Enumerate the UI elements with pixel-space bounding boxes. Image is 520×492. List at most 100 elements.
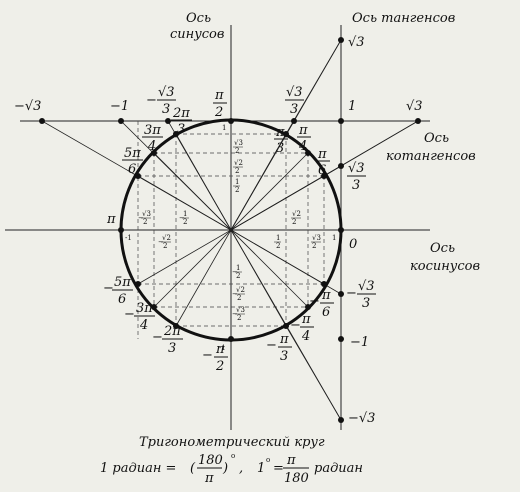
svg-text:1: 1: [236, 264, 240, 272]
svg-text:3: 3: [362, 296, 370, 311]
cotangent-axis-label-1: Ось: [424, 131, 449, 146]
svg-text:): ): [222, 461, 228, 476]
svg-text:−: −: [124, 307, 135, 322]
angle-three-pi-over-4: 3π 4: [142, 123, 163, 154]
tan-sqrt3-over-3: √3 3: [347, 161, 366, 193]
cot-neg-sqrt3: −√3: [14, 99, 41, 114]
cot-sqrt3-over-3: √3 3: [285, 85, 304, 117]
svg-text:−: −: [202, 348, 213, 363]
svg-text:3: 3: [276, 141, 284, 156]
svg-text:=: =: [273, 461, 284, 476]
svg-text:2: 2: [183, 218, 187, 226]
angle-neg-pi-over-3: − π 3: [266, 332, 292, 364]
svg-text:2: 2: [214, 105, 223, 120]
svg-text:1: 1: [332, 234, 336, 242]
svg-text:√3: √3: [234, 139, 243, 147]
svg-text:4: 4: [147, 139, 156, 154]
svg-text:3: 3: [177, 122, 185, 137]
cotangent-axis-label-2: котангенсов: [386, 149, 476, 164]
svg-text:o: o: [231, 452, 235, 460]
dashed-projections: [137, 121, 325, 339]
svg-text:√3: √3: [312, 234, 321, 242]
unit-values: 1 -1 -1 1 √3 2 √2 2 1 2 − 1 2 − √2 2 − √…: [125, 124, 336, 352]
svg-text:π: π: [301, 312, 311, 327]
svg-text:3π: 3π: [136, 301, 153, 316]
tan-sqrt3: √3: [348, 35, 365, 50]
angle-neg-pi-over-6: − π 6: [309, 288, 334, 320]
svg-text:-1: -1: [219, 344, 226, 352]
cot-neg-sqrt3-over-3: − √3 3: [146, 85, 176, 117]
svg-text:√2: √2: [292, 210, 301, 218]
svg-text:1: 1: [222, 124, 226, 132]
cot-one: 1: [348, 99, 356, 114]
svg-text:2: 2: [292, 218, 296, 226]
svg-text:180: 180: [284, 471, 309, 486]
svg-text:2: 2: [276, 242, 280, 250]
svg-text:3: 3: [162, 102, 170, 117]
svg-text:5π: 5π: [124, 146, 141, 161]
circle-points: [39, 37, 421, 423]
svg-text:6: 6: [322, 305, 330, 320]
angle-zero: 0: [349, 237, 357, 252]
angle-neg-pi-over-2: − π 2: [202, 342, 228, 374]
svg-text:2: 2: [236, 272, 240, 280]
svg-text:π: π: [214, 88, 224, 103]
svg-text:4: 4: [298, 139, 307, 154]
svg-text:−: −: [146, 93, 157, 108]
svg-text:√3: √3: [142, 210, 151, 218]
tangent-axis-label: Ось тангенсов: [352, 11, 455, 26]
svg-text:1: 1: [183, 210, 187, 218]
angle-pi-over-6: π 6: [316, 147, 330, 178]
caption-title: Тригонометрический круг: [139, 435, 325, 450]
angle-pi-over-3: π 3: [274, 125, 288, 156]
svg-text:3: 3: [352, 178, 360, 193]
svg-text:6: 6: [128, 162, 136, 177]
svg-text:−: −: [346, 286, 357, 301]
angle-pi-over-2: π 2: [213, 88, 227, 120]
svg-text:180: 180: [198, 453, 223, 468]
svg-text:−: −: [103, 281, 114, 296]
angle-neg-pi-over-4: − π 4: [290, 312, 314, 344]
angle-two-pi-over-3: 2π 3: [171, 106, 192, 137]
svg-text:2: 2: [235, 147, 239, 155]
svg-text:2: 2: [215, 359, 224, 374]
svg-text:π: π: [279, 332, 289, 347]
svg-text:1 радиан =: 1 радиан =: [100, 461, 176, 476]
svg-text:,: ,: [239, 461, 243, 476]
angle-pi-over-4: π 4: [297, 123, 311, 154]
sine-axis-label-2: синусов: [170, 27, 224, 42]
svg-text:1: 1: [276, 234, 280, 242]
svg-text:−: −: [309, 294, 320, 309]
svg-text:−: −: [266, 338, 277, 353]
svg-text:радиан: радиан: [314, 461, 363, 476]
angle-neg-three-pi-over-4: − 3π 4: [124, 301, 155, 333]
svg-text:√2: √2: [236, 286, 245, 294]
svg-text:3: 3: [290, 102, 298, 117]
svg-text:4: 4: [139, 318, 148, 333]
cosine-axis-label-2: косинусов: [410, 259, 480, 274]
svg-text:6: 6: [318, 163, 326, 178]
svg-text:√2: √2: [234, 159, 243, 167]
svg-text:2: 2: [235, 186, 239, 194]
svg-text:2: 2: [163, 242, 167, 250]
svg-text:π: π: [317, 147, 327, 162]
cot-sqrt3: √3: [406, 99, 423, 114]
svg-text:2π: 2π: [163, 324, 181, 339]
svg-text:2: 2: [237, 294, 241, 302]
svg-text:√3: √3: [158, 85, 175, 100]
angle-pi: π: [106, 212, 116, 227]
svg-text:2: 2: [143, 218, 147, 226]
svg-text:(: (: [190, 461, 196, 476]
svg-text:4: 4: [301, 329, 310, 344]
svg-text:√3: √3: [286, 85, 303, 100]
svg-text:1: 1: [257, 461, 265, 476]
sine-axis-label-1: Ось: [186, 11, 211, 26]
svg-text:6: 6: [118, 292, 126, 307]
svg-text:√3: √3: [236, 306, 245, 314]
svg-text:π: π: [215, 342, 225, 357]
tan-neg-sqrt3-over-3: − √3 3: [346, 279, 376, 311]
angle-neg-five-pi-over-6: − 5π 6: [103, 275, 133, 307]
svg-text:o: o: [266, 456, 270, 464]
svg-text:√3: √3: [348, 161, 365, 176]
